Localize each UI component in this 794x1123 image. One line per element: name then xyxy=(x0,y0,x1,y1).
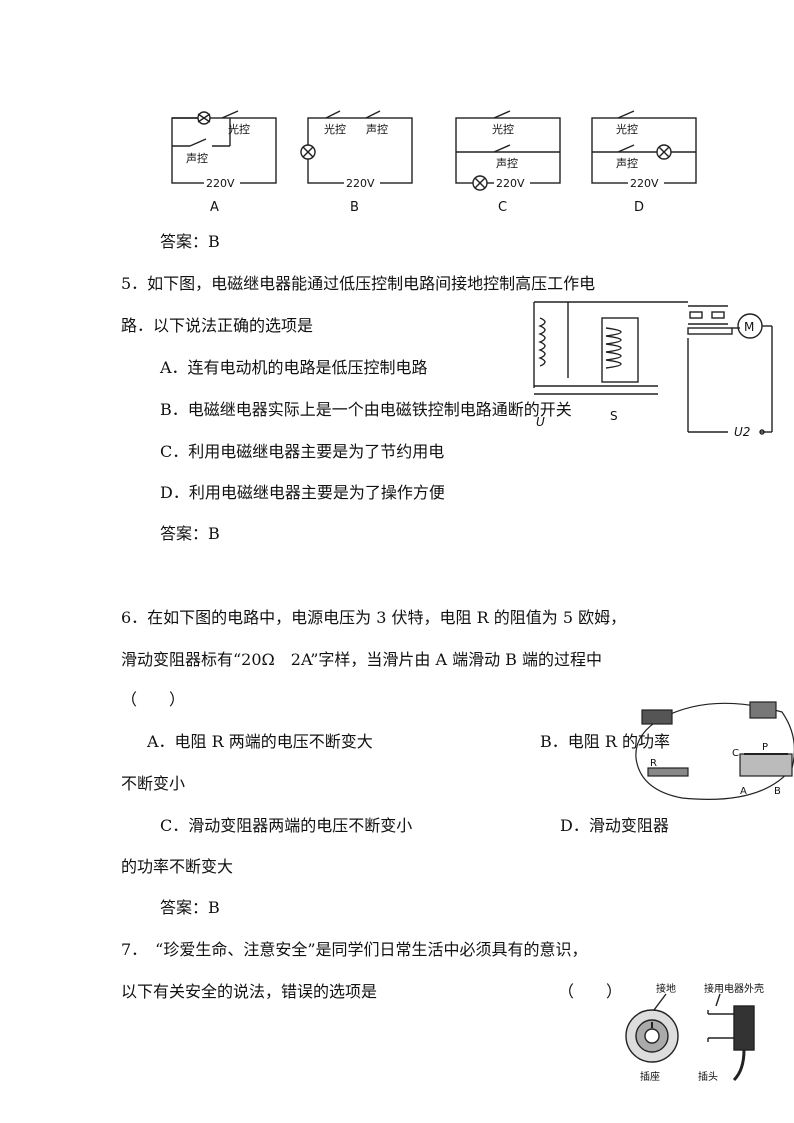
q6-option-b-cont: 不断变小 xyxy=(121,774,186,793)
q5-u2-label: U2 xyxy=(734,425,750,438)
q7-stem-line2: 以下有关安全的说法，错误的选项是 xyxy=(121,982,378,1001)
circuit-c-label-voltage: 220V xyxy=(496,177,525,190)
q6-option-d: D．滑动变阻器 xyxy=(560,816,669,835)
circuit-c-letter: C xyxy=(498,200,507,215)
circuit-d-label-voltage: 220V xyxy=(630,177,659,190)
q5-u1-label: U xyxy=(536,415,545,429)
q5-stem-line1: 5．如下图，电磁继电器能通过低压控制电路间接地控制高压工作电 xyxy=(121,274,596,293)
q4-circuit-figures: 光控 声控 220V A 光控 声控 220V B 光控 声控 220V C 光… xyxy=(171,110,697,215)
q6-option-d-cont: 的功率不断变大 xyxy=(121,857,234,876)
q5-option-d: D．利用电磁继电器主要是为了操作方便 xyxy=(160,483,445,502)
q6-answer: 答案：B xyxy=(160,898,220,917)
q7-socket-label: 插座 xyxy=(640,1070,660,1083)
q6-option-c: C．滑动变阻器两端的电压不断变小 xyxy=(160,816,413,835)
q6-stem-line2: 滑动变阻器标有“20Ω 2A”字样，当滑片由 A 端滑动 B 端的过程中 xyxy=(121,650,603,669)
q6-rheostat-figure: R C P A B xyxy=(635,701,794,800)
q6-b-label: B xyxy=(774,786,781,797)
q4-answer: 答案：B xyxy=(160,232,220,251)
circuit-b-label-light: 光控 xyxy=(324,122,346,136)
q7-bracket: （ ） xyxy=(558,982,623,1001)
q5-stem-line2: 路．以下说法正确的选项是 xyxy=(121,316,314,335)
q6-c-label: C xyxy=(732,748,739,759)
q5-option-c: C．利用电磁继电器主要是为了节约用电 xyxy=(160,442,445,461)
q7-ground-label: 接地 xyxy=(656,982,676,995)
circuit-c-label-sound: 声控 xyxy=(496,156,518,170)
q5-option-b: B．电磁继电器实际上是一个由电磁铁控制电路通断的开关 xyxy=(160,400,572,419)
q6-a-label: A xyxy=(740,786,747,797)
circuit-a-label-sound: 声控 xyxy=(186,151,208,165)
q5-answer: 答案：B xyxy=(160,524,220,543)
q5-relay-figure: M U S U2 xyxy=(533,301,773,438)
circuit-b-label-voltage: 220V xyxy=(346,177,375,190)
q6-stem-line3: （ ） xyxy=(121,690,186,709)
q5-option-a: A．连有电动机的电路是低压控制电路 xyxy=(160,358,428,377)
q6-r-label: R xyxy=(650,758,657,769)
circuit-a-letter: A xyxy=(210,200,219,215)
q7-stem-line1: 7． “珍爱生命、注意安全”是同学们日常生活中必须具有的意识， xyxy=(121,940,588,959)
circuit-a-label-light: 光控 xyxy=(228,122,250,136)
q6-stem-line1: 6．在如下图的电路中，电源电压为 3 伏特，电阻 R 的阻值为 5 欧姆， xyxy=(121,608,627,627)
q7-socket-plug-figure: 接地 接用电器外壳 插座 插头 xyxy=(625,982,764,1083)
circuit-d-letter: D xyxy=(634,200,644,215)
circuit-d xyxy=(591,110,697,184)
q7-shell-label: 接用电器外壳 xyxy=(704,982,764,995)
q6-option-b: B．电阻 R 的功率 xyxy=(540,732,670,751)
circuit-b-label-sound: 声控 xyxy=(366,122,388,136)
circuit-b xyxy=(300,110,413,184)
q6-p-label: P xyxy=(762,742,768,753)
circuit-d-label-sound: 声控 xyxy=(616,156,638,170)
q7-plug-label: 插头 xyxy=(698,1070,718,1083)
circuit-a-label-voltage: 220V xyxy=(206,177,235,190)
circuit-c-label-light: 光控 xyxy=(492,122,514,136)
q6-option-a: A．电阻 R 两端的电压不断变大 xyxy=(147,732,373,751)
q5-s-label: S xyxy=(610,409,618,423)
circuit-a xyxy=(171,110,277,184)
q5-motor-label: M xyxy=(744,320,754,334)
circuit-b-letter: B xyxy=(350,200,359,215)
circuit-d-label-light: 光控 xyxy=(616,122,638,136)
